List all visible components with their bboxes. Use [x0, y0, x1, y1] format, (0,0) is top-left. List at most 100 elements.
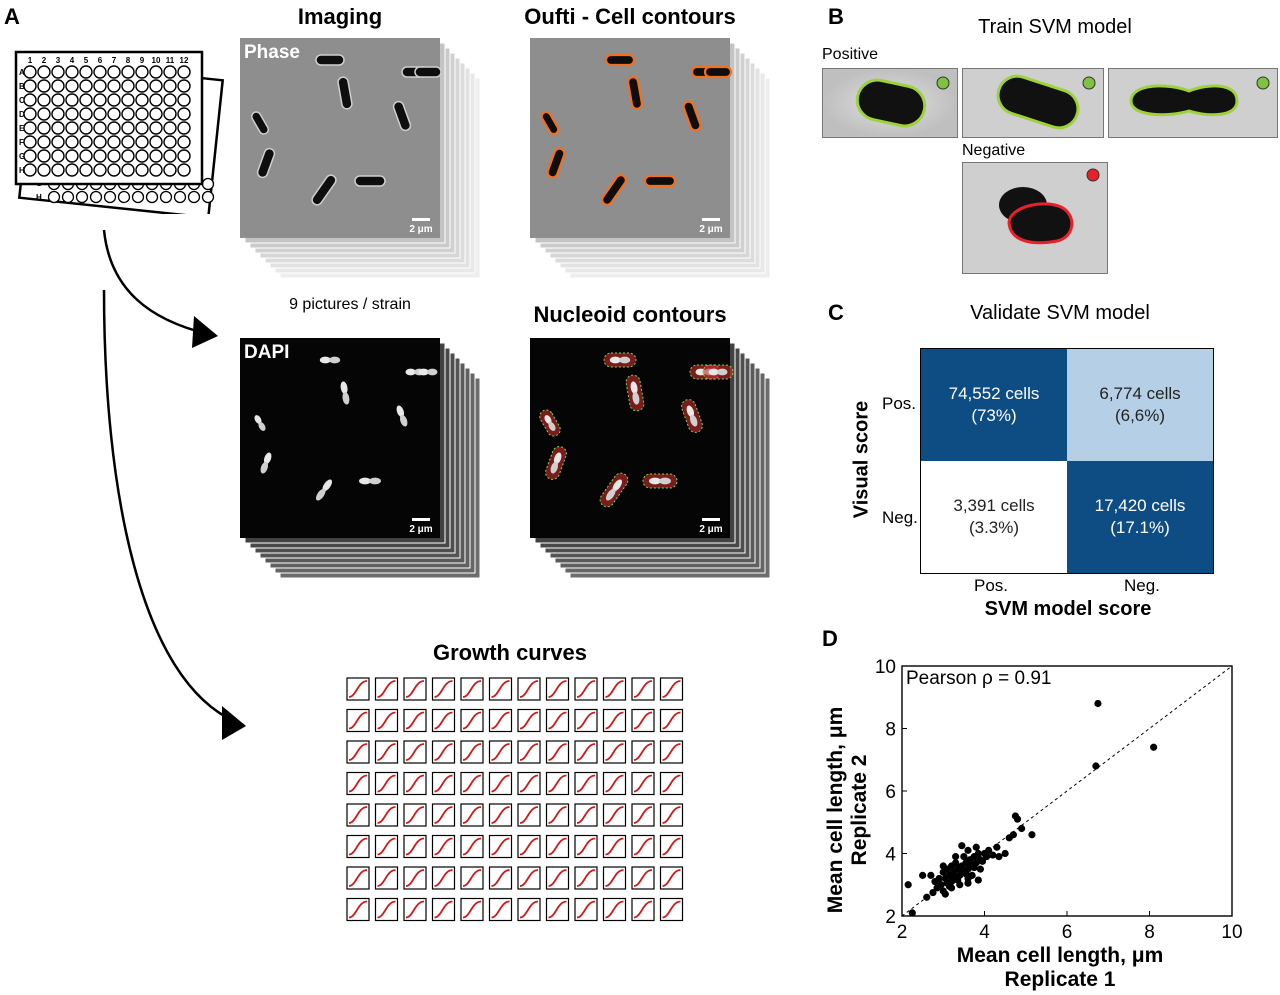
plate-well: [135, 79, 149, 93]
growth-curve: [377, 869, 396, 887]
growth-curve-cell: [631, 677, 655, 701]
plate-well: [93, 149, 107, 163]
growth-curve-cell: [460, 803, 484, 827]
growth-curve: [462, 806, 482, 824]
confusion-matrix: 74,552 cells (73%) 6,774 cells (6,6%) 3,…: [920, 348, 1214, 574]
growth-curves-title: Growth curves: [432, 640, 588, 665]
plate-well: [177, 135, 191, 149]
plate-well: [65, 149, 79, 163]
plate-well: [37, 135, 51, 149]
plate-well: [145, 190, 159, 204]
nucleoid: [632, 391, 640, 405]
scatter-point: [939, 868, 947, 876]
growth-curve-cell: [574, 677, 598, 701]
growth-curve-cell: [460, 677, 484, 701]
growth-curve: [348, 743, 368, 761]
scatter-point: [958, 842, 966, 850]
growth-curve-cell: [488, 740, 513, 764]
scatter-point: [947, 862, 956, 870]
negative-label: Negative: [962, 142, 1026, 159]
growth-curve: [576, 774, 596, 793]
nucleoid: [405, 368, 416, 376]
scatter-point: [952, 853, 960, 861]
scale-bar: [702, 218, 720, 221]
plate-col-label: 8: [126, 56, 131, 65]
plate-well: [37, 93, 51, 107]
growth-curve: [348, 837, 368, 856]
growth-curve-cell: [374, 897, 399, 922]
plate-well: [65, 93, 79, 107]
growth-curve: [348, 774, 368, 793]
growth-curve: [491, 680, 510, 698]
growth-curve: [491, 711, 510, 730]
growth-curve: [462, 837, 482, 856]
micrograph: [240, 338, 440, 538]
plate-well: [149, 93, 163, 107]
growth-curve: [662, 774, 681, 793]
growth-curve: [491, 837, 510, 856]
nucleoid: [708, 368, 719, 376]
growth-curve: [662, 869, 681, 887]
plate-well: [107, 93, 121, 107]
growth-curve: [405, 680, 425, 698]
plate-well: [79, 121, 93, 135]
plate-well: [37, 79, 51, 93]
row-label-pos: Pos.: [882, 394, 917, 413]
growth-curve: [405, 711, 425, 730]
growth-curve-cell: [374, 866, 399, 890]
growth-curve-cell: [374, 740, 399, 764]
plate-well: [201, 190, 215, 204]
growth-curve-cell: [517, 866, 541, 890]
plate-well: [23, 163, 37, 177]
scatter-point: [989, 851, 997, 859]
plate-well: [79, 135, 93, 149]
growth-curve: [548, 900, 567, 919]
oufti-image-stack: 2 μm: [530, 38, 790, 293]
growth-curve: [519, 806, 539, 824]
growth-curve: [633, 837, 653, 856]
growth-curve-cell: [545, 771, 570, 796]
growth-curve-cell: [631, 866, 655, 890]
scatter-point: [941, 890, 949, 898]
growth-curve: [348, 806, 368, 824]
plate-well: [163, 135, 177, 149]
scatter-point: [1018, 824, 1026, 833]
growth-curve-cell: [659, 834, 684, 859]
growth-curve-cell: [545, 897, 570, 922]
plate-row-label: H: [19, 166, 25, 175]
growth-curve-cell: [403, 677, 427, 701]
panel-label-d: D: [822, 626, 838, 651]
growth-curve: [348, 680, 368, 698]
plate-row-label: D: [19, 110, 25, 119]
growth-curve-cell: [545, 803, 570, 827]
growth-curve: [434, 680, 453, 698]
growth-curve: [434, 743, 453, 761]
growth-curve: [633, 711, 653, 730]
panel-label-c: C: [828, 300, 844, 325]
growth-curve: [633, 869, 653, 887]
growth-curve: [548, 743, 567, 761]
growth-curve: [605, 869, 624, 887]
nucleoid: [630, 381, 638, 395]
growth-curve: [434, 774, 453, 793]
growth-curve: [405, 869, 425, 887]
growth-curve-cell: [602, 834, 627, 859]
plate-well: [51, 79, 65, 93]
growth-curve-cell: [488, 866, 513, 890]
plate-well: [51, 121, 65, 135]
plate-well: [121, 93, 135, 107]
growth-curve-cell: [602, 708, 627, 733]
growth-curve-cell: [631, 897, 655, 922]
growth-curve-cell: [488, 803, 513, 827]
plate-well: [163, 149, 177, 163]
scatter-point: [904, 881, 912, 889]
growth-curve: [434, 711, 453, 730]
plate-col-label: 12: [180, 56, 189, 65]
cm-count: 3,391 cells: [953, 496, 1035, 515]
growth-curve-cell: [574, 897, 598, 922]
plate-col-label: 1: [28, 56, 33, 65]
growth-curve-cell: [631, 803, 655, 827]
growth-curve: [377, 774, 396, 793]
growth-curve: [519, 869, 539, 887]
